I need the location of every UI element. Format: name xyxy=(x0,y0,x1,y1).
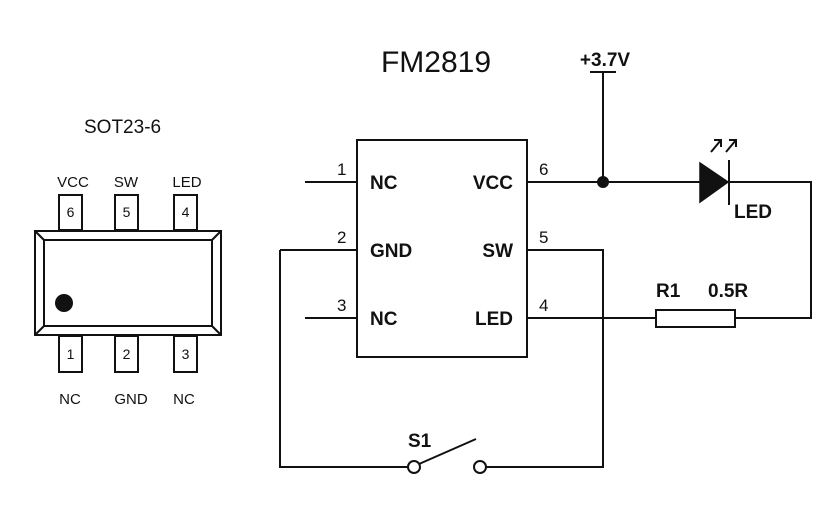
ic-pin5-label: SW xyxy=(482,241,513,262)
led-return-wire xyxy=(729,181,812,319)
resistor-name: R1 xyxy=(656,281,681,302)
supply-label: +3.7V xyxy=(580,50,631,71)
ic-pin4-number: 4 xyxy=(539,296,548,315)
pin1-indicator-dot xyxy=(55,294,73,312)
package-pin-label-gnd: GND xyxy=(114,391,148,408)
led-symbol xyxy=(699,160,730,205)
package-pin-number-5: 5 xyxy=(123,204,131,220)
ic-pin5-number: 5 xyxy=(539,228,548,247)
package-pin-number-1: 1 xyxy=(67,346,75,362)
ic-pin1-number: 1 xyxy=(337,160,346,179)
light-emission-arrows xyxy=(710,139,737,153)
ic-pin2-number: 2 xyxy=(337,228,346,247)
ic-pin6-label: VCC xyxy=(473,173,513,194)
package-pin-label-nc3: NC xyxy=(173,391,195,408)
package-label: SOT23-6 xyxy=(84,117,161,138)
ic-pin1-label: NC xyxy=(370,173,398,194)
sw-wire xyxy=(486,249,604,468)
ic-pin3-number: 3 xyxy=(337,296,346,315)
ic-pin3-label: NC xyxy=(370,309,398,330)
resistor-value: 0.5R xyxy=(708,281,748,302)
ic-pin4-label: LED xyxy=(475,309,513,330)
package-pin-number-3: 3 xyxy=(182,346,190,362)
package-pin-number-6: 6 xyxy=(67,204,75,220)
package-pin-3 xyxy=(173,335,198,373)
package-pin-1 xyxy=(58,335,83,373)
package-pin-label-led: LED xyxy=(172,174,201,191)
ic-pin6-number: 6 xyxy=(539,160,548,179)
switch-s1 xyxy=(407,438,487,474)
package-pin-2 xyxy=(114,335,139,373)
package-pin-number-4: 4 xyxy=(182,204,190,220)
package-pin-number-2: 2 xyxy=(123,346,131,362)
package-pin-label-nc1: NC xyxy=(59,391,81,408)
ic-pin2-label: GND xyxy=(370,241,412,262)
package-pin-label-vcc: VCC xyxy=(57,174,89,191)
ic-body xyxy=(356,139,528,358)
resistor-r1 xyxy=(655,309,736,328)
chip-title: FM2819 xyxy=(381,46,491,79)
led-label: LED xyxy=(734,202,772,223)
package-pin-label-sw: SW xyxy=(114,174,139,191)
package-body xyxy=(34,230,222,336)
gnd-wire xyxy=(279,250,408,468)
switch-label: S1 xyxy=(408,431,432,452)
vcc-junction-dot xyxy=(597,176,609,188)
